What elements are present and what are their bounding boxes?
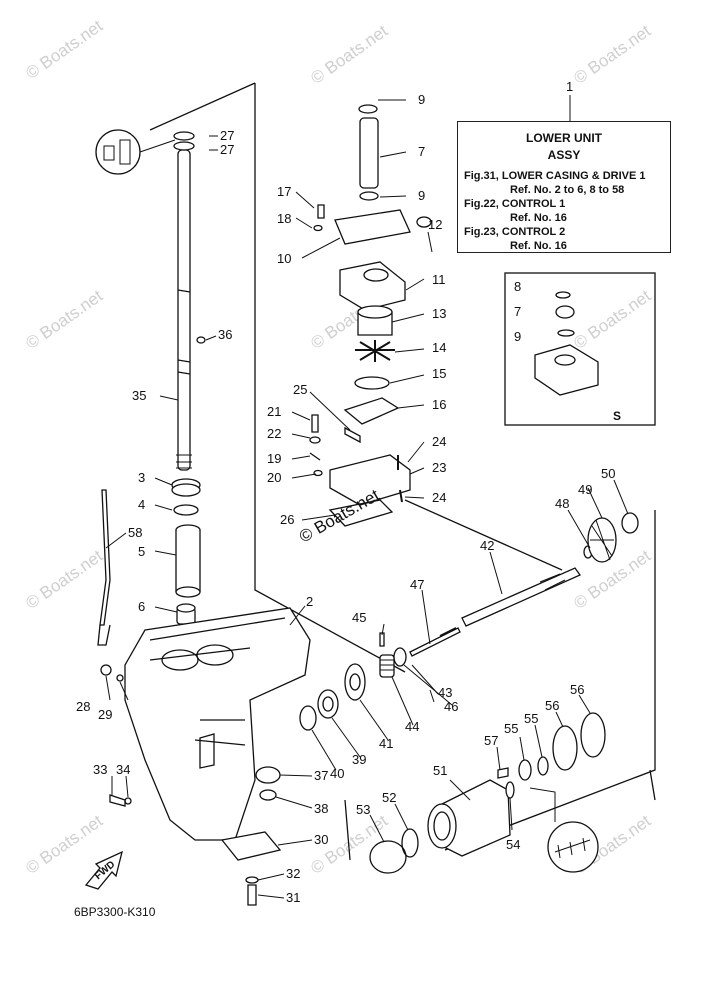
callout-5: 5 [138, 544, 146, 559]
callout-25: 25 [293, 382, 308, 397]
callout-1: 1 [566, 79, 574, 94]
callout-55: 55 [504, 721, 519, 736]
callout-10: 10 [277, 251, 292, 266]
info-title-line1: LOWER UNIT [526, 131, 602, 145]
callout-45: 45 [352, 610, 367, 625]
callout-54: 54 [506, 837, 521, 852]
callout-8: 8 [514, 279, 522, 294]
callout-17: 17 [277, 184, 292, 199]
callout-49: 49 [578, 482, 593, 497]
callout-26: 26 [280, 512, 295, 527]
callout-18: 18 [277, 211, 292, 226]
info-line: Ref. No. 2 to 6, 8 to 58 [510, 184, 625, 196]
callout-38: 38 [314, 801, 329, 816]
callout-36: 36 [218, 327, 233, 342]
callout-7: 7 [514, 304, 522, 319]
callout-11: 11 [432, 272, 446, 287]
callout-9: 9 [514, 329, 522, 344]
info-line: Ref. No. 16 [510, 212, 567, 224]
callout-56: 56 [545, 698, 560, 713]
inset-letter: S [613, 409, 622, 423]
callout-47: 47 [410, 577, 425, 592]
callout-24: 24 [432, 434, 447, 449]
callout-33: 33 [93, 762, 108, 777]
callout-22: 22 [267, 426, 282, 441]
callout-48: 48 [555, 496, 570, 511]
callout-35: 35 [132, 388, 147, 403]
callout-30: 30 [314, 832, 329, 847]
callout-3: 3 [138, 470, 146, 485]
callout-9: 9 [418, 92, 426, 107]
info-line: Fig.23, CONTROL 2 [464, 226, 566, 238]
info-line: Fig.31, LOWER CASING & DRIVE 1 [464, 170, 646, 182]
assembly-info-box: LOWER UNIT ASSY Fig.31, LOWER CASING & D… [457, 121, 671, 253]
callout-44: 44 [405, 719, 420, 734]
callout-2: 2 [306, 594, 314, 609]
info-line: Fig.22, CONTROL 1 [464, 198, 566, 210]
callout-27: 27 [220, 142, 235, 157]
callout-13: 13 [432, 306, 447, 321]
callout-19: 19 [267, 451, 282, 466]
callout-4: 4 [138, 497, 146, 512]
callout-43: 43 [438, 685, 453, 700]
callout-16: 16 [432, 397, 447, 412]
callout-24: 24 [432, 490, 447, 505]
callout-15: 15 [432, 366, 447, 381]
callout-37: 37 [314, 768, 329, 783]
callout-21: 21 [267, 404, 282, 419]
callout-14: 14 [432, 340, 447, 355]
callout-34: 34 [116, 762, 131, 777]
callout-32: 32 [286, 866, 301, 881]
callout-23: 23 [432, 460, 447, 475]
callout-50: 50 [601, 466, 616, 481]
callout-58: 58 [128, 525, 143, 540]
callout-20: 20 [267, 470, 282, 485]
callout-41: 41 [379, 736, 394, 751]
figure-code: 6BP3300-K310 [74, 905, 156, 919]
callout-12: 12 [428, 217, 443, 232]
callout-46: 46 [444, 699, 459, 714]
callout-39: 39 [352, 752, 367, 767]
callout-51: 51 [433, 763, 448, 778]
callout-29: 29 [98, 707, 113, 722]
callout-31: 31 [286, 890, 301, 905]
callout-7: 7 [418, 144, 426, 159]
callout-53: 53 [356, 802, 371, 817]
callout-52: 52 [382, 790, 397, 805]
callout-57: 57 [484, 733, 499, 748]
callout-40: 40 [330, 766, 345, 781]
callout-55: 55 [524, 711, 539, 726]
callout-9: 9 [418, 188, 426, 203]
callout-28: 28 [76, 699, 91, 714]
callout-27: 27 [220, 128, 235, 143]
callout-6: 6 [138, 599, 146, 614]
callout-56: 56 [570, 682, 585, 697]
info-line: Ref. No. 16 [510, 240, 567, 252]
info-title-line2: ASSY [547, 148, 581, 162]
callout-42: 42 [480, 538, 495, 553]
